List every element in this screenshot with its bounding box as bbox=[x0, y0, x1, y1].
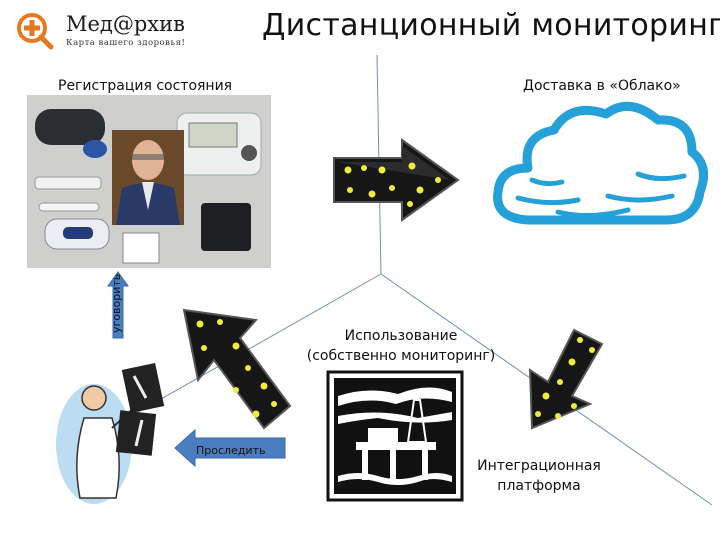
platform-label-line1: Интеграционная bbox=[477, 458, 601, 474]
usage-label-line1: Использование bbox=[344, 328, 458, 344]
cloud-delivery-label: Доставка в «Облако» bbox=[523, 78, 681, 94]
page-title: Дистанционный мониторинг bbox=[262, 8, 720, 43]
platform-label: Интеграционная платформа bbox=[464, 456, 614, 496]
led-arrow-up-left-icon bbox=[182, 308, 292, 430]
usage-label-line2: (собственно мониторинг) bbox=[306, 348, 496, 364]
usage-label: Использование (собственно мониторинг) bbox=[296, 326, 506, 366]
led-arrow-down-left-icon bbox=[528, 328, 604, 430]
patient-drawing bbox=[112, 130, 184, 225]
oil-platform-icon bbox=[326, 370, 464, 502]
doctor-xray-clipart bbox=[56, 362, 165, 504]
led-arrow-right-icon bbox=[333, 138, 460, 222]
say-arrow[interactable] bbox=[106, 270, 130, 340]
say-label: уговорить bbox=[110, 273, 123, 333]
logo-name: Мед@рхив bbox=[66, 12, 185, 36]
medical-devices-photo bbox=[27, 95, 271, 268]
patient-photo bbox=[112, 130, 184, 225]
medarchive-logo-icon bbox=[17, 13, 54, 50]
trace-label: Проследить bbox=[196, 444, 266, 457]
devices-drawing bbox=[27, 95, 271, 268]
cloud-icon bbox=[493, 101, 709, 225]
registration-label: Регистрация состояния bbox=[58, 78, 233, 94]
logo-tagline: Карта вашего здоровья! bbox=[66, 38, 186, 48]
trace-arrow[interactable] bbox=[173, 428, 287, 468]
platform-label-line2: платформа bbox=[497, 478, 581, 494]
